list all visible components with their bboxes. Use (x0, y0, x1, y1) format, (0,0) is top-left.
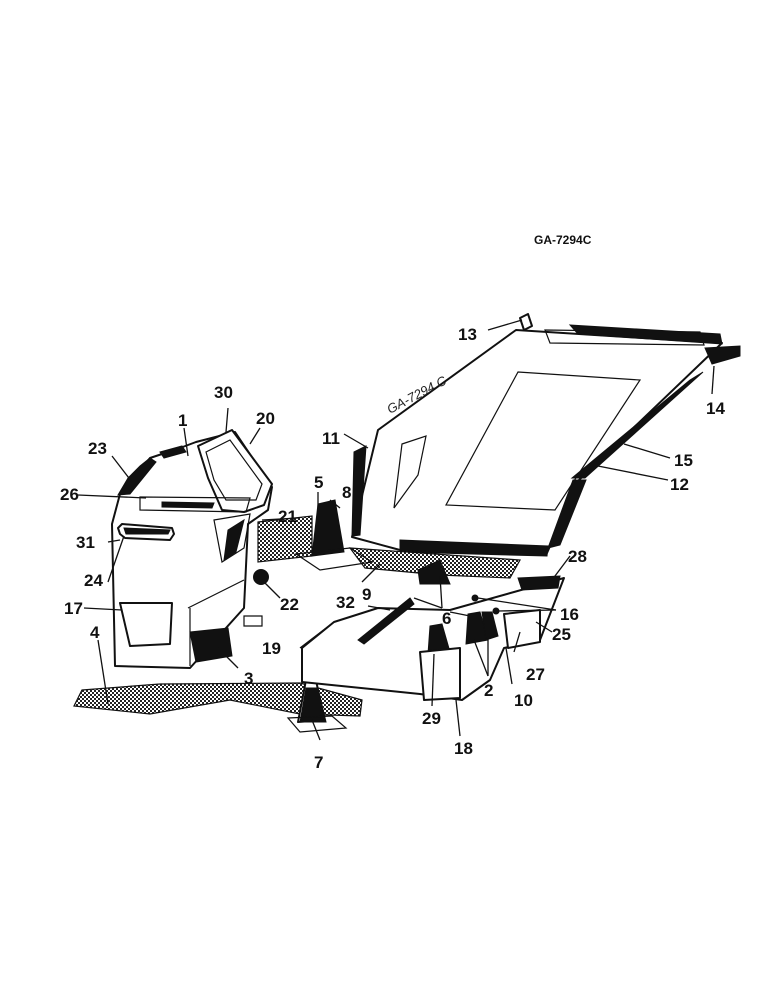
callout-24: 24 (84, 571, 103, 590)
callout-26: 26 (60, 485, 79, 504)
callout-5: 5 (314, 473, 323, 492)
callout-14: 14 (706, 399, 725, 418)
lever-boot-8 (294, 499, 374, 571)
callout-10: 10 (514, 691, 533, 710)
callout-17: 17 (64, 599, 83, 618)
lever-boot-7 (286, 679, 348, 733)
callout-22: 22 (280, 595, 299, 614)
callout-21: 21 (278, 507, 297, 526)
callout-19: 19 (262, 639, 281, 658)
right-console-tray (301, 559, 565, 701)
callout-4: 4 (90, 623, 100, 642)
callout-31: 31 (76, 533, 95, 552)
callout-2: 2 (484, 681, 493, 700)
callout-6: 6 (442, 609, 451, 628)
callout-15: 15 (674, 451, 693, 470)
callout-23: 23 (88, 439, 107, 458)
callout-3: 3 (244, 669, 253, 688)
mesh-mat-lower (73, 682, 363, 717)
callout-30: 30 (214, 383, 233, 402)
callout-28: 28 (568, 547, 587, 566)
callout-labels: 1 2 3 4 5 6 7 8 9 10 11 12 13 14 15 16 1… (60, 325, 725, 772)
callout-7: 7 (314, 753, 323, 772)
callout-8: 8 (342, 483, 351, 502)
leader-lines (77, 319, 715, 741)
callout-32: 32 (336, 593, 355, 612)
left-console (111, 429, 273, 669)
callout-29: 29 (422, 709, 441, 728)
knob (253, 569, 269, 585)
callout-20: 20 (256, 409, 275, 428)
callout-18: 18 (454, 739, 473, 758)
callout-12: 12 (670, 475, 689, 494)
callout-16: 16 (560, 605, 579, 624)
figure-code: GA-7294C (534, 233, 592, 247)
callout-9: 9 (362, 585, 371, 604)
callout-27: 27 (526, 665, 545, 684)
callout-1: 1 (178, 411, 187, 430)
callout-25: 25 (552, 625, 571, 644)
callout-13: 13 (458, 325, 477, 344)
callout-11: 11 (322, 429, 340, 448)
floor-panel: GA-7294 C (351, 313, 741, 557)
